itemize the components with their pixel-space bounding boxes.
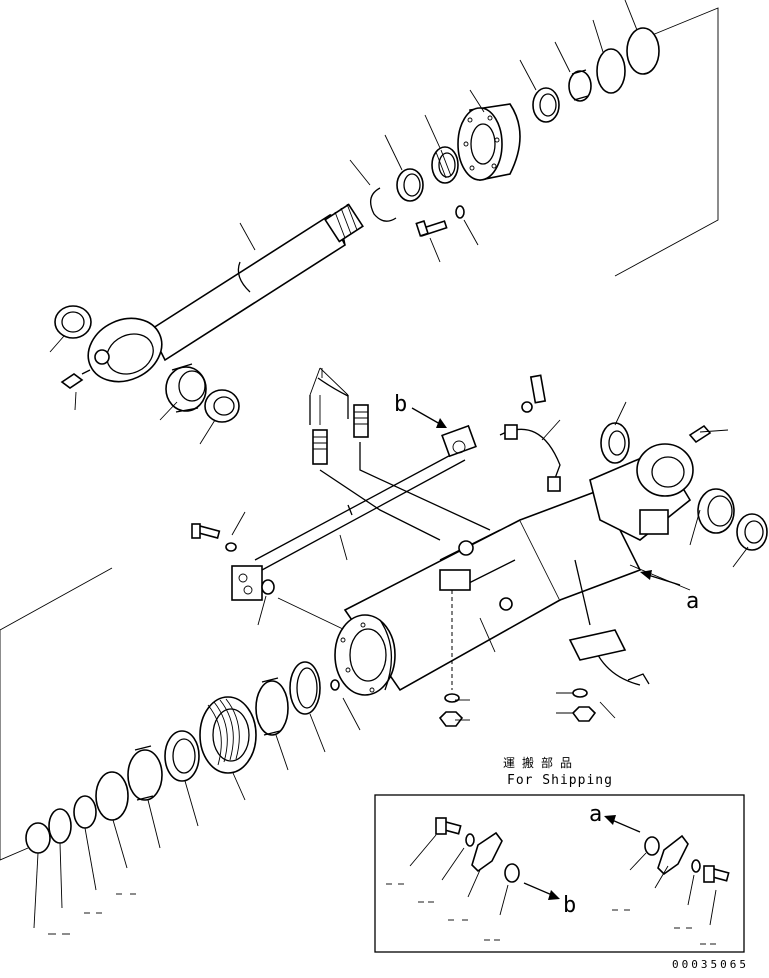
leader-lines-upper — [49, 0, 638, 445]
grease-fitting-bottom — [688, 424, 712, 444]
shipping-clamp-right — [629, 834, 730, 926]
reference-label-b: b — [394, 392, 408, 417]
shipping-label-english: For Shipping — [507, 773, 613, 788]
shipping-clamp-left — [409, 817, 520, 916]
head-bushing — [568, 69, 592, 102]
wear-ring-2 — [127, 745, 163, 801]
pipe-assembly — [231, 424, 477, 601]
lower-frame-lines — [0, 567, 113, 861]
piston-cushion-ring — [25, 822, 51, 854]
o-ring-small — [261, 579, 346, 631]
dash-marks — [48, 883, 716, 945]
washer-small — [444, 688, 588, 703]
leader-lines-lower — [33, 367, 749, 929]
piston-o-ring — [48, 808, 72, 844]
rod-eye-dust-seal — [204, 389, 240, 423]
piston-backup-ring — [73, 795, 97, 829]
rod-eye-bushing — [165, 363, 207, 413]
shipping-label-japanese: 運搬部品 — [503, 756, 580, 770]
head-seal-1 — [532, 87, 560, 123]
bottom-bushing — [697, 488, 735, 534]
nut-icon — [438, 706, 597, 727]
clamp-bottom — [568, 629, 650, 686]
bolt-icon — [415, 220, 448, 237]
snap-ring — [369, 187, 397, 222]
arrow-icon — [411, 407, 691, 591]
piston-seal — [95, 771, 129, 821]
clamp-bolt — [521, 374, 547, 413]
hoses — [309, 368, 491, 541]
hose-fitting-left — [312, 429, 328, 465]
washer-icon — [455, 205, 465, 219]
rod-eye-seal — [54, 305, 92, 339]
grease-fitting-icon — [60, 369, 91, 389]
piston-nut-ring — [330, 679, 340, 691]
shipping-reference-label-a: a — [589, 802, 603, 827]
o-ring-icon — [596, 48, 626, 94]
piston-ring-2 — [255, 677, 289, 736]
drawing-number: 00035065 — [672, 958, 749, 971]
bushing-small — [396, 168, 424, 202]
piston — [199, 696, 257, 774]
hose-fitting-right — [353, 404, 369, 438]
reference-label-a: a — [686, 589, 700, 614]
cylinder-head — [457, 103, 521, 181]
rod-packing — [431, 146, 459, 184]
bottom-eye — [589, 443, 694, 541]
shipping-box — [374, 794, 745, 953]
piston-rod — [87, 203, 364, 383]
bolt-path — [451, 559, 591, 690]
clamp-top — [499, 424, 561, 492]
backup-ring — [626, 27, 660, 75]
bottom-seal — [600, 422, 630, 464]
shipping-reference-label-b: b — [563, 893, 577, 918]
piston-ring-1 — [289, 661, 321, 715]
upper-frame-lines — [614, 7, 719, 277]
shipping-arrows — [523, 815, 641, 900]
wear-ring-1 — [164, 730, 200, 782]
cylinder-tube — [334, 488, 642, 696]
flange-bolt — [191, 523, 237, 552]
bottom-dust-seal — [736, 513, 768, 551]
